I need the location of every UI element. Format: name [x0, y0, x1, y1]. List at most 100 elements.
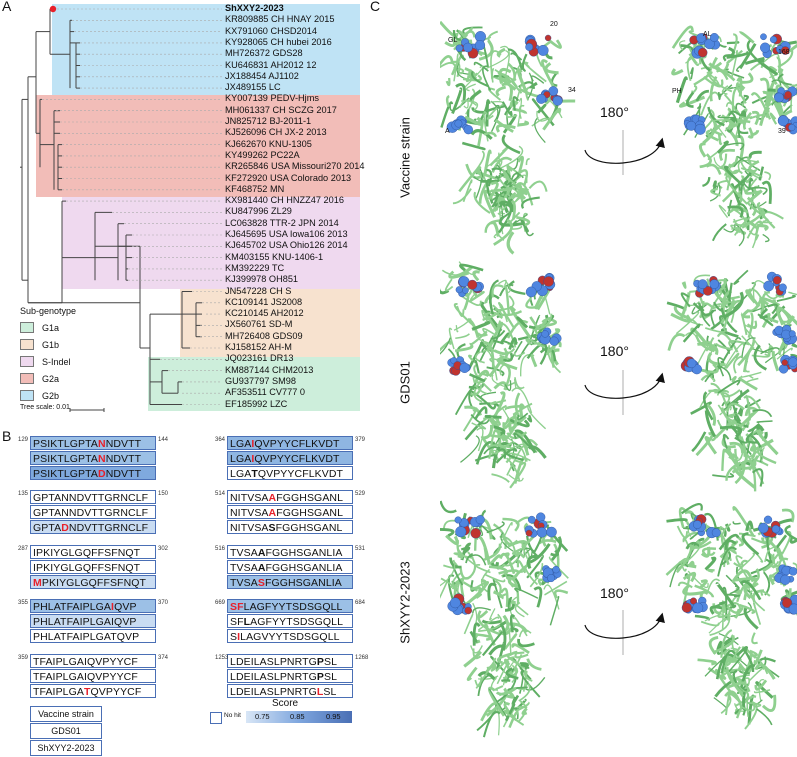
- epitope-sphere: [772, 525, 780, 533]
- alignment-start: 359: [18, 655, 28, 661]
- sequence-row: TVSAAFGGHSGANLIA: [227, 560, 353, 574]
- alignment-end: 302: [158, 546, 168, 552]
- protein-ribbon: [700, 144, 705, 157]
- key-gds01: GDS01: [30, 723, 102, 739]
- epitope-sphere: [528, 516, 535, 523]
- row-label-vaccine: Vaccine strain: [398, 108, 413, 208]
- epitope-sphere: [553, 566, 560, 573]
- epitope-sphere: [763, 281, 773, 291]
- alignment-end: 150: [158, 491, 168, 497]
- tree-leaf: KM887144 CHM2013: [225, 365, 313, 376]
- site-label-gl: GL: [448, 37, 457, 44]
- epitope-sphere: [550, 337, 559, 346]
- protein-ribbon: [515, 377, 524, 388]
- sequence-row: IPKIYGLGQFFSFNQT: [30, 545, 156, 559]
- score-tick-2: 0.85: [290, 712, 305, 721]
- epitope-sphere: [774, 93, 783, 102]
- protein-ribbon: [752, 112, 758, 124]
- sequence-segment: GPTANNDVTTGRNCLF: [33, 507, 148, 519]
- sequence-segment: IPKIYGLGQFFSFNQT: [33, 562, 140, 574]
- tree-leaf: JN547228 CH S: [225, 286, 291, 297]
- epitope-sphere: [463, 43, 472, 52]
- epitope-sphere: [547, 574, 555, 582]
- protein-ribbon: [744, 310, 751, 317]
- epitope-sphere: [758, 523, 768, 533]
- epitope-sphere: [779, 284, 787, 292]
- tree-scale-label: Tree scale: 0.01: [20, 404, 70, 411]
- score-colorbar: Score No hit 0.75 0.85 0.95: [210, 698, 355, 738]
- sequence-segment: LGA: [230, 468, 251, 480]
- epitope-sphere: [526, 287, 536, 297]
- epitope-sphere: [710, 280, 719, 289]
- row-label-gds01: GDS01: [398, 333, 413, 433]
- alignment-end: 529: [355, 491, 365, 497]
- protein-ribbon: [539, 540, 556, 543]
- sequence-segment: PSIKTLGPTA: [33, 453, 98, 465]
- sequence-segment: NITVSA: [230, 507, 269, 519]
- epitope-sphere: [693, 603, 703, 613]
- protein-ribbon: [756, 569, 758, 580]
- protein-ribbon: [526, 159, 529, 165]
- protein-ribbon: [497, 87, 506, 95]
- legend-label: G2a: [42, 374, 59, 384]
- legend-title: Sub-genotype: [20, 306, 98, 316]
- protein-ribbon: [492, 474, 510, 482]
- epitope-sphere: [456, 45, 463, 52]
- protein-ribbon: [446, 536, 457, 544]
- epitope-sphere: [760, 34, 766, 40]
- protein-ribbon: [748, 157, 751, 167]
- protein-ribbon: [733, 521, 740, 524]
- epitope-sphere: [476, 515, 485, 524]
- sequence-segment: QVPYYCFLKVDT: [254, 453, 339, 465]
- sequence-row: PSIKTLGPTANNDVTT: [30, 436, 156, 450]
- protein-ribbon: [528, 659, 542, 670]
- epitope-sphere: [455, 120, 462, 127]
- sequence-segment: TFAIPLGA: [33, 686, 84, 698]
- protein-ribbon: [790, 45, 797, 51]
- epitope-sphere: [788, 358, 797, 367]
- epitope-sphere: [784, 91, 791, 98]
- tree-leaf: JN825712 BJ-2011-1: [225, 116, 311, 127]
- sequence-segment: QVP: [114, 601, 136, 613]
- legend-swatch: [20, 356, 34, 367]
- tree-leaf: KJ645702 USA Ohio126 2014: [225, 240, 348, 251]
- epitope-sphere: [760, 43, 770, 53]
- sequence-row: PSIKTLGPTANNDVTT: [30, 451, 156, 465]
- sequence-segment: LAGFYYTSDSGQLL: [244, 601, 343, 613]
- epitope-sphere: [780, 575, 790, 585]
- protein-ribbon: [771, 114, 777, 125]
- protein-structures: GL 20 34 AL 168 PH 39 A: [440, 0, 797, 751]
- protein-ribbon: [512, 226, 521, 229]
- epitope-sphere: [536, 513, 545, 522]
- sequence-segment: NITVSA: [230, 492, 269, 504]
- protein-ribbon: [513, 652, 524, 653]
- legend-swatch: [20, 339, 34, 350]
- sequence-row: PHLATFAIPLGAIQVP: [30, 599, 156, 613]
- epitope-sphere: [460, 363, 470, 373]
- sequence-segment: NDVTT: [106, 468, 142, 480]
- protein-ribbon: [506, 406, 521, 410]
- protein-ribbon: [508, 232, 513, 253]
- sequence-segment: GPTANNDVTTGRNCLF: [33, 492, 148, 504]
- protein-ribbon: [521, 355, 532, 377]
- sequence-row: NITVSAAFGGHSGANL: [227, 490, 353, 504]
- sequence-segment: SL: [324, 656, 337, 668]
- protein-ribbon: [546, 54, 552, 58]
- epitope-sphere: [788, 124, 795, 131]
- epitope-sphere: [773, 276, 781, 284]
- protein-ribbon: [469, 356, 473, 361]
- protein-ribbon: [460, 436, 479, 463]
- tree-leaf: KF468752 MN: [225, 184, 284, 195]
- sequence-row: SFLAGFYYTSDSGQLL: [227, 599, 353, 613]
- sequence-segment: FGGHSGANL: [276, 492, 343, 504]
- protein-ribbon: [494, 234, 496, 238]
- tree-leaf: KC210145 AH2012: [225, 308, 304, 319]
- sequence-row: LGAIQVPYYCFLKVDT: [227, 451, 353, 465]
- panel-b-label: B: [2, 428, 11, 444]
- protein-ribbon: [706, 558, 715, 569]
- alignment-start: 516: [215, 546, 225, 552]
- alignment-start: 364: [215, 437, 225, 443]
